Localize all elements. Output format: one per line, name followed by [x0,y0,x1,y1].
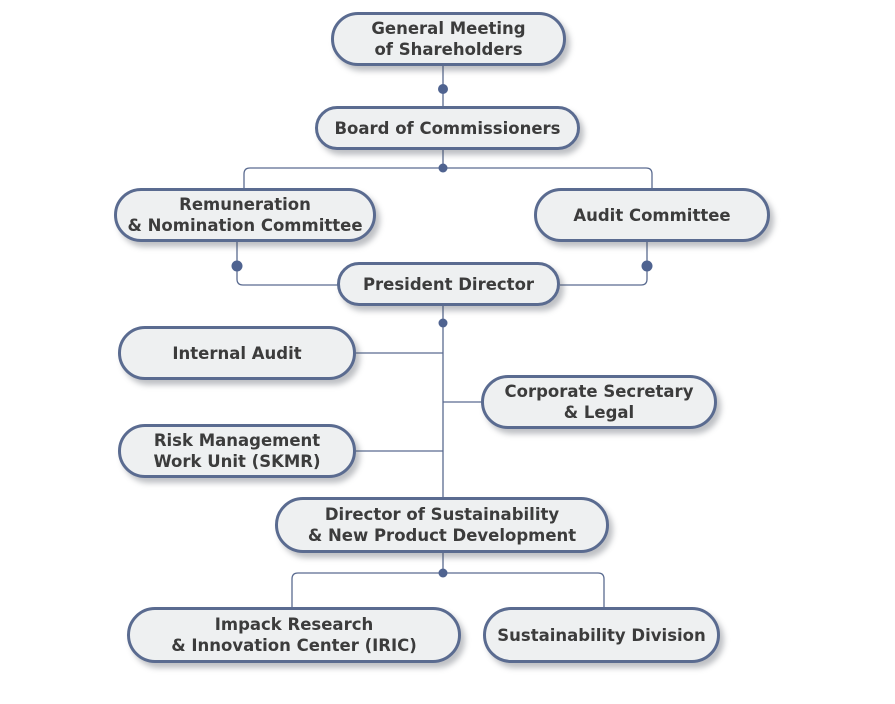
node-director-of-sustainability: Director of Sustainability & New Product… [275,497,609,553]
node-label: President Director [362,274,535,294]
node-audit-committee: Audit Committee [534,188,770,242]
connector-rnc-president [236,240,338,286]
connector-dot [231,260,243,272]
node-label: Corporate Secretary & Legal [504,382,694,422]
node-label: Audit Committee [573,205,731,225]
connector-audit-president [560,241,648,286]
node-board-of-commissioners: Board of Commissioners [315,106,580,150]
connector-dot [438,318,448,328]
node-label: Director of Sustainability & New Product… [307,505,577,545]
node-general-meeting-of-shareholders: General Meeting of Shareholders [331,12,566,66]
node-label: Sustainability Division [497,625,706,645]
connector-committees-bracket [243,167,653,188]
node-president-director: President Director [337,262,560,306]
node-label: General Meeting of Shareholders [371,19,526,59]
node-label: Remuneration & Nomination Committee [127,195,363,235]
node-label: Board of Commissioners [334,118,561,138]
node-impack-research-innovation-center: Impack Research & Innovation Center (IRI… [127,607,461,663]
node-internal-audit: Internal Audit [118,326,356,380]
connector-dot [438,84,448,94]
connector-bottom-bracket [291,572,605,607]
node-risk-management-work-unit: Risk Management Work Unit (SKMR) [118,424,356,478]
connector-dot [438,568,448,578]
connector-dot [438,163,448,173]
node-remuneration-nomination-committee: Remuneration & Nomination Committee [114,188,376,242]
node-label: Impack Research & Innovation Center (IRI… [171,615,417,655]
node-label: Risk Management Work Unit (SKMR) [153,431,321,471]
node-corporate-secretary-legal: Corporate Secretary & Legal [481,375,717,429]
node-sustainability-division: Sustainability Division [483,607,720,663]
node-label: Internal Audit [172,343,302,363]
connector-dot [641,260,653,272]
